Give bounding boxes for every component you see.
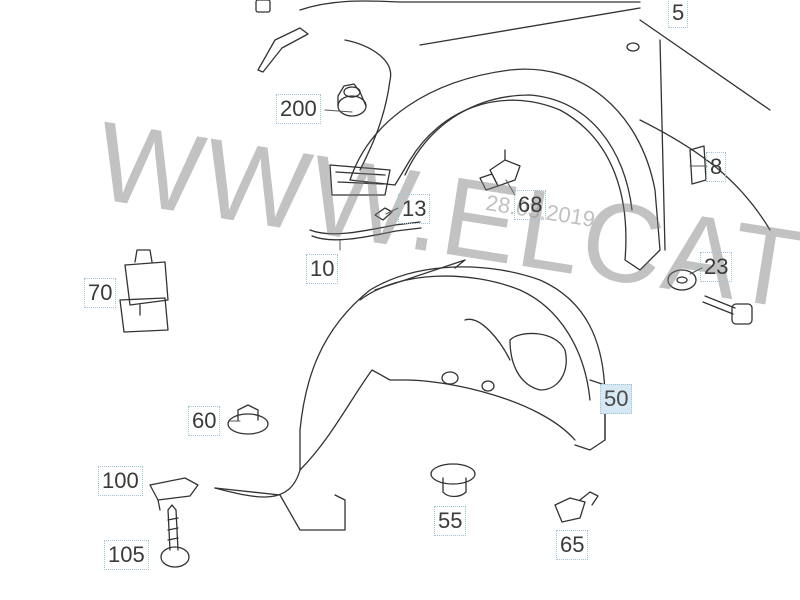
part-105-screw [160, 504, 190, 568]
callout-65[interactable]: 65 [556, 530, 589, 560]
callout-23[interactable]: 23 [700, 252, 733, 282]
part-10-strip [309, 221, 422, 241]
callout-60[interactable]: 60 [188, 406, 221, 436]
part-5-bracket [255, 0, 309, 73]
callout-68[interactable]: 68 [514, 190, 547, 220]
callout-13[interactable]: 13 [398, 194, 431, 224]
leader-lines [229, 109, 708, 422]
part-68-clip [479, 149, 521, 191]
part-23-fastener [667, 269, 753, 325]
part-200-grommet [337, 83, 367, 117]
callout-8[interactable]: 8 [706, 152, 727, 182]
part-60-nut [227, 404, 269, 435]
callout-100[interactable]: 100 [98, 466, 143, 496]
callout-105[interactable]: 105 [104, 540, 149, 570]
part-13-clip [374, 207, 393, 221]
callout-50[interactable]: 50 [600, 384, 633, 414]
part-50-liner [214, 259, 606, 531]
callout-10[interactable]: 10 [306, 254, 339, 284]
part-55-rivet [430, 463, 476, 498]
callout-70[interactable]: 70 [84, 278, 117, 308]
part-8-plate [689, 145, 707, 185]
callout-200[interactable]: 200 [276, 94, 321, 124]
part-fender-arch [329, 68, 661, 271]
callout-5[interactable]: 5 [668, 0, 689, 28]
part-70-connector [119, 249, 169, 333]
callout-55[interactable]: 55 [434, 506, 467, 536]
part-65-bolt [554, 491, 599, 523]
part-100-clip [149, 477, 199, 511]
car-body-outline [299, 0, 771, 251]
